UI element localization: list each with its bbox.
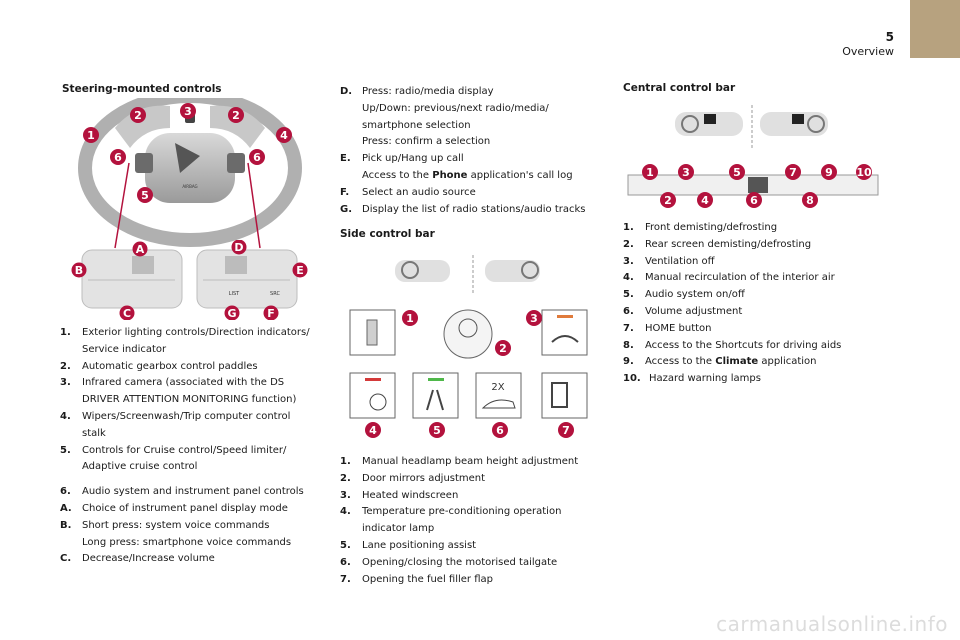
svg-text:D: D [234, 241, 243, 254]
list-item: 7.Opening the fuel filler flap [340, 573, 493, 585]
svg-text:1: 1 [87, 129, 95, 142]
svg-text:A: A [136, 243, 145, 256]
steering-pads-figure: LIST SRC A B C D E F G [71, 240, 308, 320]
svg-text:1: 1 [406, 312, 414, 325]
central-bar-section-title: Central control bar [623, 82, 736, 94]
list-item: 6.Audio system and instrument panel cont… [60, 486, 304, 498]
svg-text:3: 3 [530, 312, 538, 325]
central-bar-figure: 1 3 5 7 9 10 2 4 6 8 [627, 105, 879, 208]
svg-text:3: 3 [682, 166, 690, 179]
svg-text:4: 4 [701, 194, 709, 207]
list-item: 5.Audio system on/off [623, 289, 745, 301]
svg-text:2: 2 [134, 109, 142, 122]
list-item: D.Press: radio/media display Up/Down: pr… [340, 86, 549, 148]
list-item: 1.Manual headlamp beam height adjustment [340, 456, 579, 467]
svg-text:7: 7 [789, 166, 797, 179]
list-item: 6.Volume adjustment [623, 305, 743, 317]
list-item: 4.Temperature pre-conditioning operation… [340, 506, 562, 535]
tailgate-2x-label: 2X [491, 382, 504, 393]
list-item: A.Choice of instrument panel display mod… [60, 502, 288, 514]
list-item: C.Decrease/Increase volume [60, 553, 215, 565]
watermark: carmanualsonline.info [716, 612, 948, 636]
list-label: LIST [229, 291, 240, 297]
list-item: 1.Exterior lighting controls/Direction i… [60, 327, 310, 355]
list-item: F.Select an audio source [340, 186, 476, 198]
svg-text:4: 4 [369, 424, 377, 437]
svg-text:2: 2 [499, 342, 507, 355]
central-bar-list: 1.Front demisting/defrosting 2.Rear scre… [623, 220, 893, 388]
svg-text:4: 4 [280, 129, 288, 142]
svg-text:6: 6 [253, 151, 261, 164]
svg-text:9: 9 [825, 166, 833, 179]
steering-list: 1.Exterior lighting controls/Direction i… [60, 325, 330, 568]
chapter-title: Overview [842, 45, 894, 58]
svg-text:5: 5 [733, 166, 741, 179]
svg-text:B: B [75, 264, 83, 277]
svg-text:5: 5 [141, 189, 149, 202]
list-item: 5.Controls for Cruise control/Speed limi… [60, 444, 287, 473]
chapter-tab [910, 0, 960, 58]
list-item: 5.Lane positioning assist [340, 539, 477, 551]
svg-text:7: 7 [562, 424, 570, 437]
airbag-label: AIRBAG [182, 184, 197, 189]
chapter-number: 5 [885, 30, 894, 44]
svg-text:6: 6 [496, 424, 504, 437]
svg-text:E: E [296, 264, 304, 277]
list-item: 8.Access to the Shortcuts for driving ai… [623, 339, 842, 351]
list-item: 1.Front demisting/defrosting [623, 222, 778, 233]
svg-text:2: 2 [664, 194, 672, 207]
list-item: 10.Hazard warning lamps [623, 373, 761, 385]
svg-text:6: 6 [114, 151, 122, 164]
svg-text:10: 10 [856, 166, 872, 179]
list-item: 2.Door mirrors adjustment [340, 472, 486, 484]
list-item: 7.HOME button [623, 322, 712, 334]
list-item: 4.Wipers/Screenwash/Trip computer contro… [60, 410, 291, 439]
list-item: E.Pick up/Hang up call Access to the Pho… [340, 153, 573, 181]
svg-text:2: 2 [232, 109, 240, 122]
list-item: B.Short press: system voice commands Lon… [60, 519, 292, 548]
side-bar-list: 1.Manual headlamp beam height adjustment… [340, 454, 605, 588]
svg-text:8: 8 [806, 194, 814, 207]
side-bar-figure: 2X 1 2 3 4 5 6 7 [349, 255, 588, 438]
svg-text:3: 3 [184, 105, 192, 118]
list-item: 6.Opening/closing the motorised tailgate [340, 556, 558, 568]
svg-text:5: 5 [433, 424, 441, 437]
list-item: 4.Manual recirculation of the interior a… [623, 272, 835, 284]
list-item: 9.Access to the Climate application [623, 356, 817, 368]
list-item: G.Display the list of radio stations/aud… [340, 203, 586, 215]
svg-text:G: G [227, 307, 236, 320]
src-label: SRC [270, 291, 280, 297]
list-item: 2.Automatic gearbox control paddles [60, 360, 258, 372]
steering-wheel-figure: AIRBAG 1 2 3 2 4 6 6 5 [78, 98, 302, 249]
list-item: 3.Heated windscreen [340, 489, 459, 501]
svg-text:C: C [123, 307, 131, 320]
side-bar-section-title: Side control bar [340, 228, 435, 240]
steering-list-continued: D.Press: radio/media display Up/Down: pr… [340, 84, 605, 218]
list-item: 3.Ventilation off [623, 255, 715, 267]
svg-text:1: 1 [646, 166, 654, 179]
svg-text:6: 6 [750, 194, 758, 207]
list-item: 3.Infrared camera (associated with the D… [60, 377, 297, 406]
svg-text:F: F [267, 307, 275, 320]
list-item: 2.Rear screen demisting/defrosting [623, 238, 812, 250]
steering-section-title: Steering-mounted controls [62, 83, 222, 95]
